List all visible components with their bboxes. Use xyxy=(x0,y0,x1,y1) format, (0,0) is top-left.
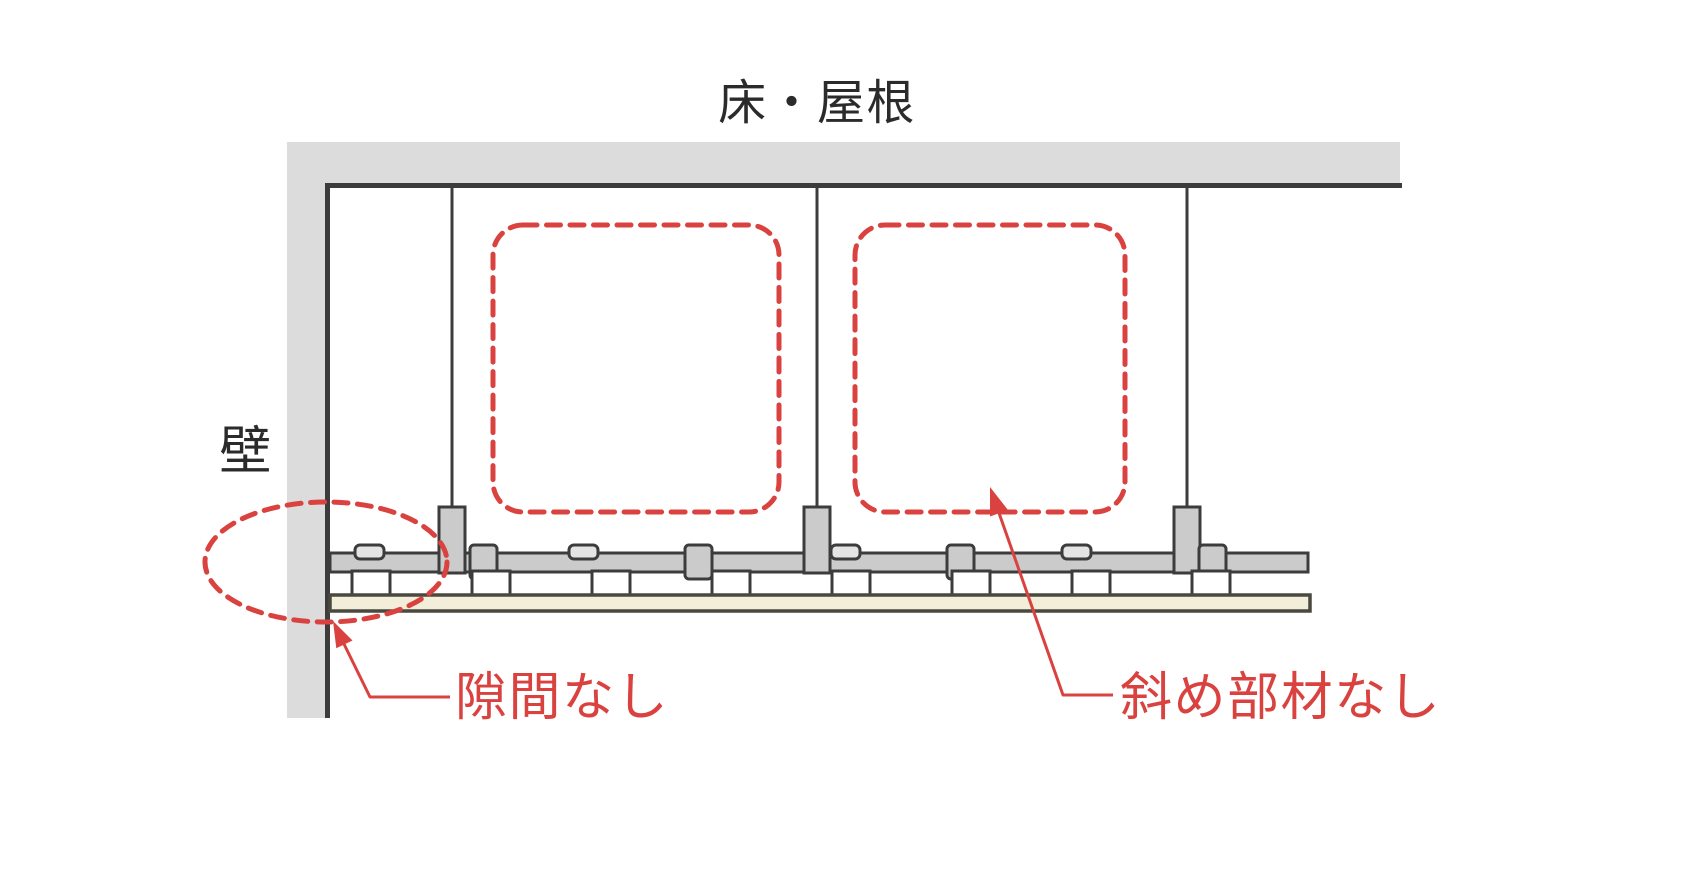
ceiling-frame-group xyxy=(328,505,1312,613)
hanger-bracket xyxy=(802,505,832,575)
annotations-group xyxy=(333,487,1113,699)
ceiling-board xyxy=(328,593,1312,613)
highlight-ellipse-wall-junction xyxy=(202,499,450,625)
channel-clip xyxy=(353,543,386,561)
hanger-bracket xyxy=(437,505,467,575)
ceiling-joist xyxy=(1190,569,1232,599)
channel-clip xyxy=(829,543,862,561)
channel-clip xyxy=(1060,543,1093,561)
no-diagonal-arrowhead-icon xyxy=(990,487,1008,517)
ceiling-joist xyxy=(590,569,632,599)
ceiling-joist xyxy=(830,569,872,599)
no-diagonal-leader-line xyxy=(997,512,1113,697)
ceiling-joist xyxy=(710,569,752,599)
highlight-box-right-bay xyxy=(852,222,1128,515)
no-gap-leader-line xyxy=(342,643,450,699)
hanger-bracket xyxy=(1172,505,1202,575)
no-diagonal-member-label: 斜め部材なし xyxy=(1120,669,1442,727)
wall-body xyxy=(287,142,325,718)
ceiling-joist xyxy=(950,569,992,599)
channel-clip xyxy=(567,543,600,561)
floor-roof-label: 床・屋根 xyxy=(718,77,916,130)
highlight-box-left-bay xyxy=(490,222,782,515)
no-gap-arrowhead-icon xyxy=(333,621,353,649)
cross-channel-block xyxy=(683,543,714,581)
ceiling-joist xyxy=(350,569,392,599)
ceiling-joist xyxy=(470,569,512,599)
structure-group xyxy=(287,142,1402,718)
no-gap-label: 隙間なし xyxy=(455,669,670,727)
floor-roof-slab xyxy=(287,142,1400,183)
wall-label: 壁 xyxy=(219,423,273,481)
ceiling-joist xyxy=(1070,569,1112,599)
hanging-bolts-group xyxy=(450,188,1189,512)
